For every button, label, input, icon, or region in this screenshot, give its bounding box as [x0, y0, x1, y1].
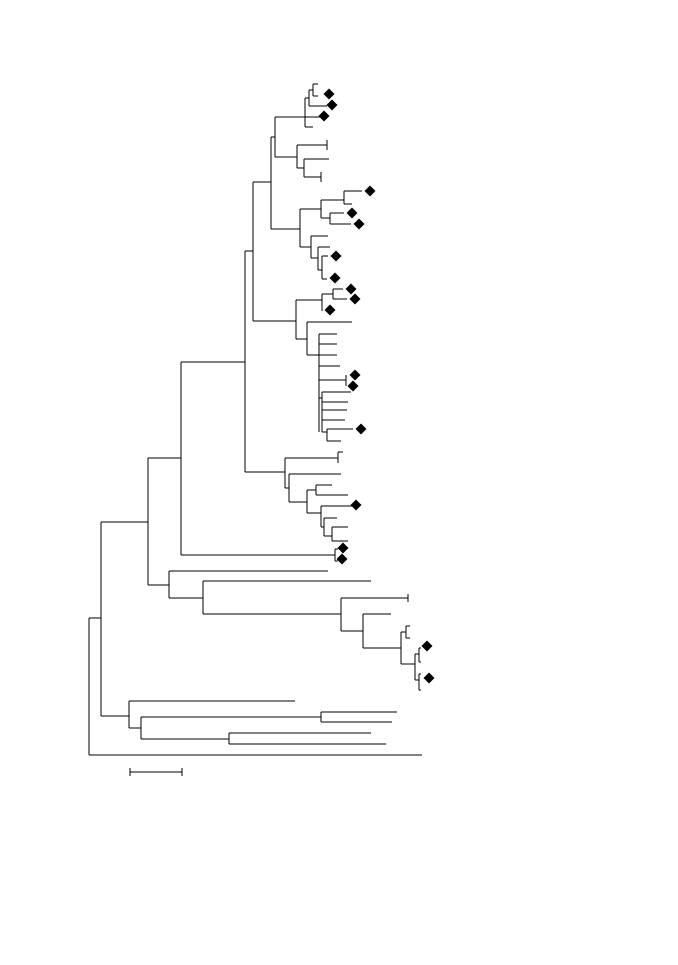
marker-diamond [318, 110, 330, 122]
marker-diamond [336, 553, 348, 565]
marker-diamond [346, 207, 358, 219]
marker-diamond [330, 250, 342, 262]
marker-diamond [349, 369, 361, 381]
marker-diamond [423, 672, 435, 684]
marker-diamond [326, 99, 338, 111]
scale-bar [129, 768, 183, 776]
marker-diamond [355, 423, 367, 435]
marker-diamond [324, 304, 336, 316]
marker-diamond [350, 499, 362, 511]
marker-diamond [345, 283, 357, 295]
marker-diamond [349, 293, 361, 305]
marker-diamond [421, 640, 433, 652]
marker-diamond [323, 88, 335, 100]
marker-diamond [329, 272, 341, 284]
marker-diamond [337, 542, 349, 554]
marker-diamond [364, 185, 376, 197]
marker-diamond [353, 218, 365, 230]
tree-markers [318, 88, 435, 684]
marker-diamond [347, 380, 359, 392]
tree-branches [88, 83, 422, 756]
